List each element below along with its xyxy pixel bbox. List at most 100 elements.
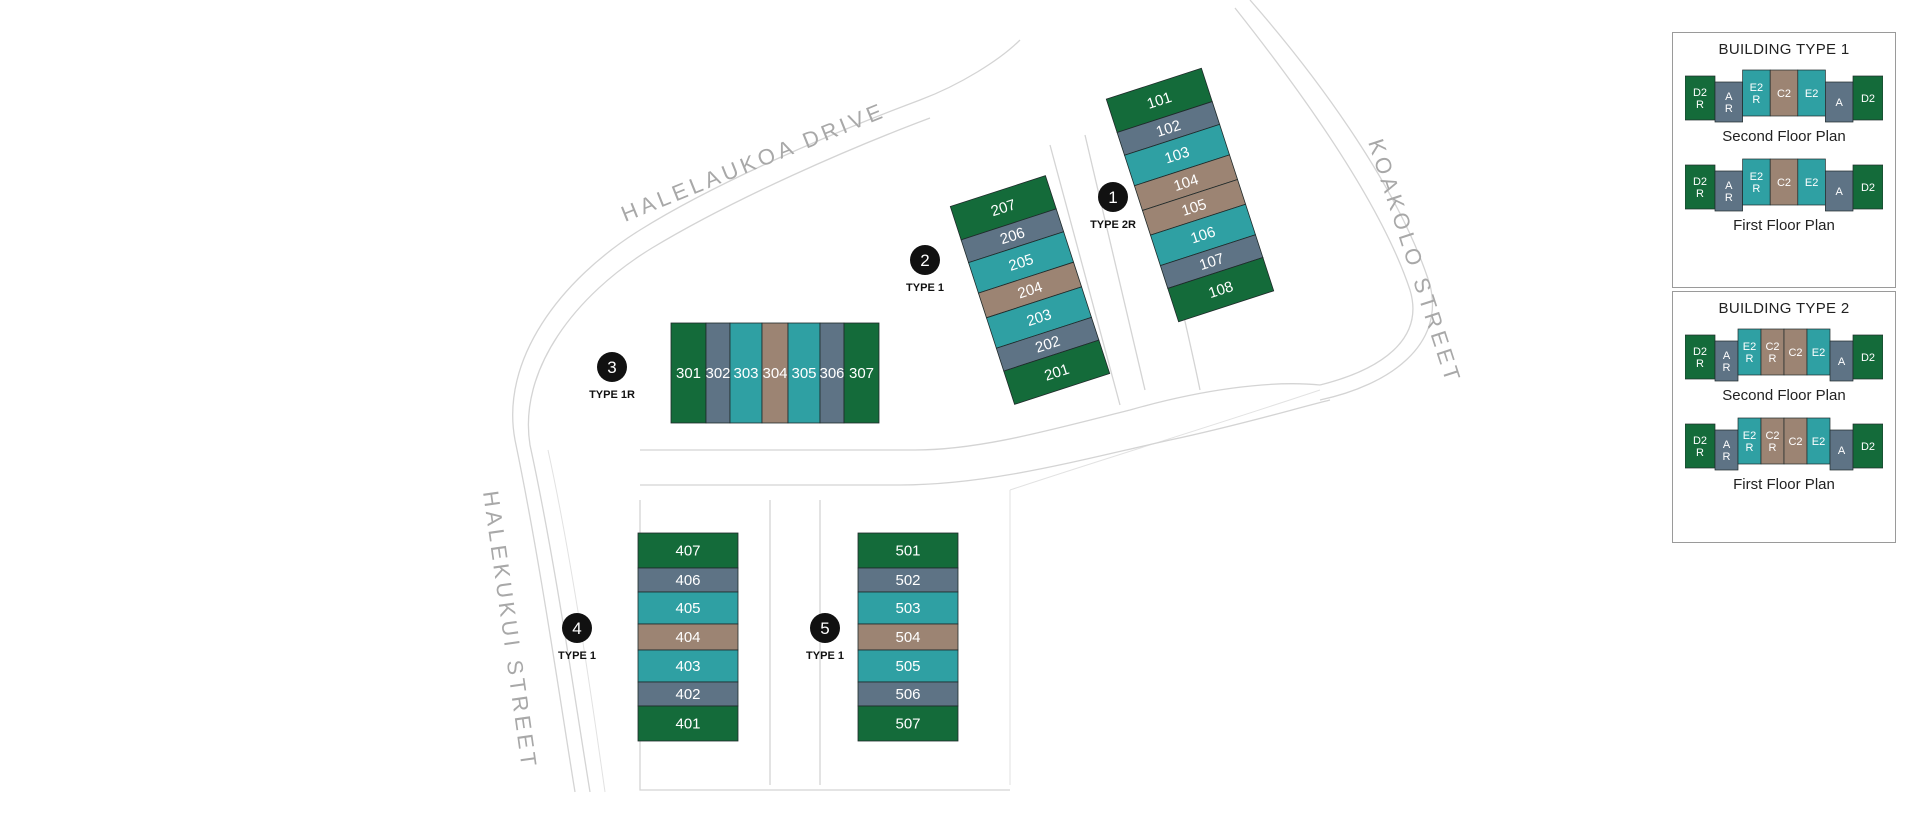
unit-505[interactable]: 505	[857, 649, 959, 683]
svg-text:A: A	[1723, 350, 1731, 362]
unit-404[interactable]: 404	[637, 623, 739, 651]
svg-text:D2: D2	[1693, 435, 1707, 447]
unit-label: 207	[989, 196, 1018, 220]
legend-plan-caption: First Floor Plan	[1733, 476, 1835, 493]
unit-label: 504	[895, 629, 920, 646]
svg-text:D2: D2	[1861, 441, 1875, 453]
svg-text:E2: E2	[1743, 430, 1756, 442]
legend-cell: E2	[1806, 417, 1831, 465]
legend-cell: E2R	[1737, 417, 1762, 465]
svg-text:C2: C2	[1788, 436, 1802, 448]
legend-cell: E2R	[1742, 158, 1771, 206]
unit-406[interactable]: 406	[637, 567, 739, 593]
unit-label: 202	[1033, 333, 1062, 357]
building-marker-4[interactable]: 4 TYPE 1	[558, 613, 596, 662]
svg-text:E2: E2	[1750, 171, 1763, 183]
unit-506[interactable]: 506	[857, 681, 959, 707]
svg-text:R: R	[1696, 188, 1704, 200]
unit-407[interactable]: 407	[637, 532, 739, 569]
unit-403[interactable]: 403	[637, 649, 739, 683]
legend-cell: AR	[1714, 429, 1739, 471]
unit-label: 401	[675, 716, 700, 733]
unit-405[interactable]: 405	[637, 591, 739, 625]
svg-text:D2: D2	[1861, 182, 1875, 194]
svg-text:5: 5	[820, 619, 829, 638]
svg-text:D2: D2	[1861, 352, 1875, 364]
building-type-5: TYPE 1	[806, 650, 844, 662]
unit-label: 405	[675, 600, 700, 617]
svg-text:C2: C2	[1788, 347, 1802, 359]
unit-303[interactable]: 303	[729, 322, 763, 424]
svg-text:R: R	[1696, 447, 1704, 459]
building-type-2: TYPE 1	[906, 282, 944, 294]
svg-text:R: R	[1769, 442, 1777, 454]
unit-304[interactable]: 304	[761, 322, 789, 424]
unit-103[interactable]: 103	[1124, 123, 1231, 187]
svg-text:E2: E2	[1743, 341, 1756, 353]
svg-text:R: R	[1769, 353, 1777, 365]
unit-label: 402	[675, 686, 700, 703]
legend-cell: D2	[1852, 164, 1883, 210]
unit-507[interactable]: 507	[857, 705, 959, 742]
building-marker-2[interactable]: 2 TYPE 1	[906, 245, 944, 294]
svg-text:A: A	[1836, 97, 1844, 109]
building-marker-1[interactable]: 1 TYPE 2R	[1090, 182, 1136, 231]
building-marker-3[interactable]: 3 TYPE 1R	[589, 352, 635, 401]
legend-cell: D2	[1852, 423, 1883, 469]
unit-504[interactable]: 504	[857, 623, 959, 651]
svg-text:A: A	[1723, 439, 1731, 451]
legend-cell: E2	[1797, 158, 1826, 206]
unit-305[interactable]: 305	[787, 322, 821, 424]
unit-302[interactable]: 302	[705, 322, 731, 424]
unit-label: 303	[733, 365, 758, 382]
unit-108[interactable]: 108	[1167, 257, 1275, 323]
unit-105[interactable]: 105	[1141, 179, 1247, 236]
svg-text:R: R	[1746, 442, 1754, 454]
svg-text:C2: C2	[1777, 177, 1791, 189]
svg-text:R: R	[1696, 99, 1704, 111]
svg-text:D2: D2	[1693, 87, 1707, 99]
svg-text:A: A	[1836, 186, 1844, 198]
street-label-koakolo: KOAKOLO STREET	[1363, 136, 1466, 388]
svg-text:3: 3	[607, 358, 616, 377]
unit-107[interactable]: 107	[1159, 234, 1264, 289]
svg-text:2: 2	[920, 251, 929, 270]
svg-text:C2: C2	[1765, 341, 1779, 353]
unit-201[interactable]: 201	[1003, 339, 1111, 405]
legend-cell: D2R	[1685, 423, 1716, 469]
unit-label: 102	[1154, 117, 1183, 141]
unit-503[interactable]: 503	[857, 591, 959, 625]
legend-cell: A	[1829, 340, 1854, 382]
svg-text:R: R	[1723, 362, 1731, 374]
unit-402[interactable]: 402	[637, 681, 739, 707]
unit-label: 106	[1189, 223, 1218, 247]
unit-307[interactable]: 307	[843, 322, 880, 424]
unit-502[interactable]: 502	[857, 567, 959, 593]
legend-cell: E2	[1797, 69, 1826, 117]
unit-label: 103	[1163, 144, 1192, 168]
svg-text:R: R	[1752, 183, 1760, 195]
unit-label: 302	[705, 365, 730, 382]
svg-text:R: R	[1725, 192, 1733, 204]
unit-label: 201	[1042, 361, 1071, 385]
unit-label: 206	[998, 224, 1027, 248]
unit-306[interactable]: 306	[819, 322, 845, 424]
unit-501[interactable]: 501	[857, 532, 959, 569]
street-label-halelaukoa: HALELAUKOA DRIVE	[618, 97, 890, 226]
svg-text:D2: D2	[1693, 346, 1707, 358]
unit-301[interactable]: 301	[670, 322, 707, 424]
unit-401[interactable]: 401	[637, 705, 739, 742]
legend-cell: C2R	[1760, 328, 1785, 376]
unit-label: 503	[895, 600, 920, 617]
building-marker-5[interactable]: 5 TYPE 1	[806, 613, 844, 662]
unit-label: 107	[1197, 250, 1226, 274]
legend-cell: AR	[1714, 340, 1739, 382]
